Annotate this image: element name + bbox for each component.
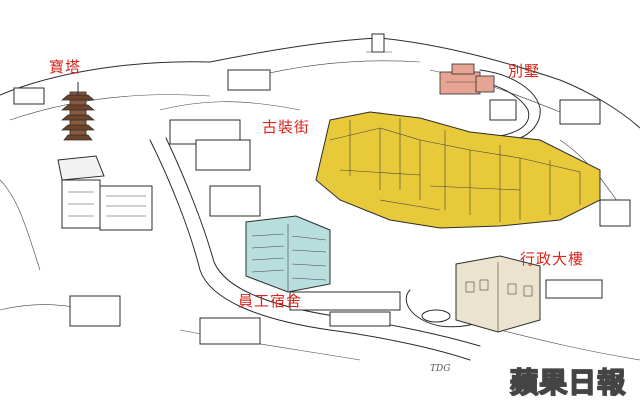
lower-buildings	[69, 291, 401, 345]
dormitory-icon	[245, 215, 331, 293]
villa-icon	[439, 63, 495, 95]
left-buildings	[13, 69, 271, 231]
label-villa: 別墅	[508, 62, 541, 80]
pagoda-icon	[61, 82, 95, 141]
label-staff-dormitory: 員工宿舍	[238, 292, 303, 310]
artist-signature: TDG	[430, 364, 451, 374]
label-ancient-street: 古裝街	[262, 118, 311, 136]
right-buildings	[489, 99, 631, 227]
hilltop-tower	[366, 33, 392, 53]
ancient-street-icon	[315, 111, 601, 229]
road	[149, 69, 541, 361]
admin-building-icon	[421, 255, 603, 333]
watermark-logo: 蘋果日報	[509, 365, 626, 400]
label-pagoda: 寶塔	[49, 58, 82, 76]
label-admin-building: 行政大樓	[520, 250, 585, 268]
